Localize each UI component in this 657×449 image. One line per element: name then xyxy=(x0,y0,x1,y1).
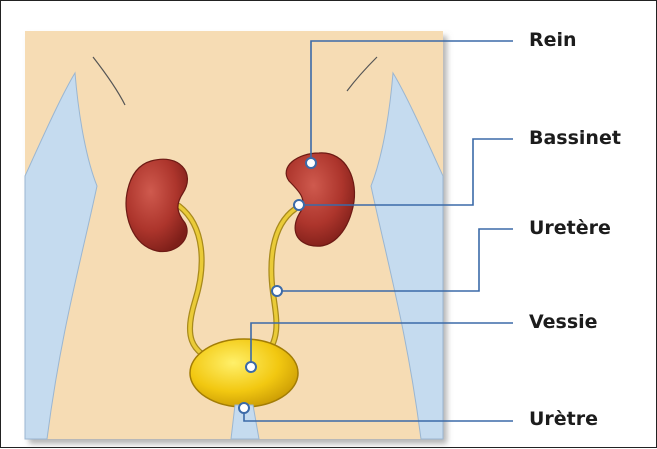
marker-uretere xyxy=(272,286,282,296)
label-bassinet: Bassinet xyxy=(529,127,621,149)
label-uretere: Uretère xyxy=(529,217,611,239)
bladder xyxy=(190,339,298,407)
label-uretre: Urètre xyxy=(529,408,598,430)
label-vessie: Vessie xyxy=(529,311,598,333)
marker-rein xyxy=(306,158,316,168)
marker-bassinet xyxy=(294,200,304,210)
marker-vessie xyxy=(246,362,256,372)
label-rein: Rein xyxy=(529,29,577,51)
marker-uretre xyxy=(239,403,249,413)
